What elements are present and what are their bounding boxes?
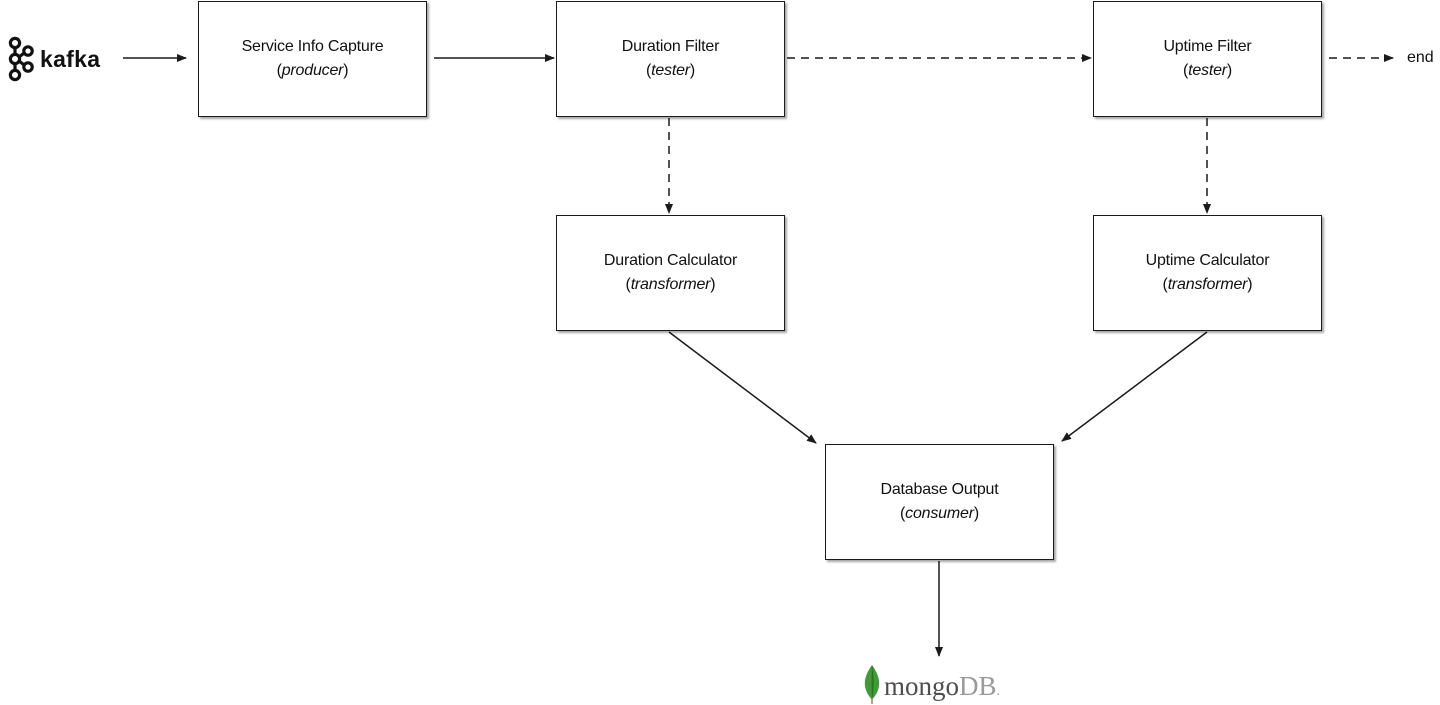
kafka-logo: kafka (6, 36, 100, 82)
node-role: tester (651, 62, 690, 79)
node-title: Uptime Filter (1163, 38, 1252, 55)
node-role: tester (1188, 62, 1227, 79)
node-role: consumer (905, 505, 974, 522)
mongodb-logo-text-main: mongo (884, 671, 960, 701)
mongodb-leaf-icon (864, 665, 880, 704)
mongodb-logo: mongoDB. (862, 662, 1000, 704)
node-service-info-capture[interactable]: Service Info Capture (producer) (198, 1, 427, 117)
node-role: producer (281, 62, 344, 79)
node-role-line: (producer) (276, 62, 349, 79)
edge-duration-calculator-to-database-output (668, 331, 817, 444)
node-role: transformer (630, 276, 711, 293)
node-uptime-filter[interactable]: Uptime Filter (tester) (1093, 1, 1322, 117)
node-duration-calculator[interactable]: Duration Calculator (transformer) (556, 215, 785, 331)
node-role-line: (tester) (645, 62, 696, 79)
node-uptime-calculator[interactable]: Uptime Calculator (transformer) (1093, 215, 1322, 331)
node-role-line: (transformer) (1162, 276, 1253, 293)
node-role-line: (tester) (1182, 62, 1233, 79)
node-title: Database Output (880, 481, 999, 498)
node-title: Duration Filter (621, 38, 720, 55)
kafka-logo-text: kafka (40, 45, 101, 72)
node-title: Duration Calculator (603, 252, 738, 269)
node-database-output[interactable]: Database Output (consumer) (825, 444, 1054, 560)
edge-uptime-calculator-to-database-output (1061, 331, 1208, 442)
node-title: Uptime Calculator (1145, 252, 1270, 269)
node-role: transformer (1167, 276, 1248, 293)
kafka-icon (8, 36, 34, 82)
mongodb-logo-text: mongoDB. (884, 671, 1000, 702)
node-duration-filter[interactable]: Duration Filter (tester) (556, 1, 785, 117)
node-title: Service Info Capture (241, 38, 384, 55)
node-role-line: (transformer) (625, 276, 716, 293)
mongodb-logo-text-dot: . (996, 684, 1001, 699)
end-label: end (1407, 49, 1434, 66)
mongodb-logo-text-db: DB (959, 671, 997, 701)
node-role-line: (consumer) (900, 505, 979, 522)
